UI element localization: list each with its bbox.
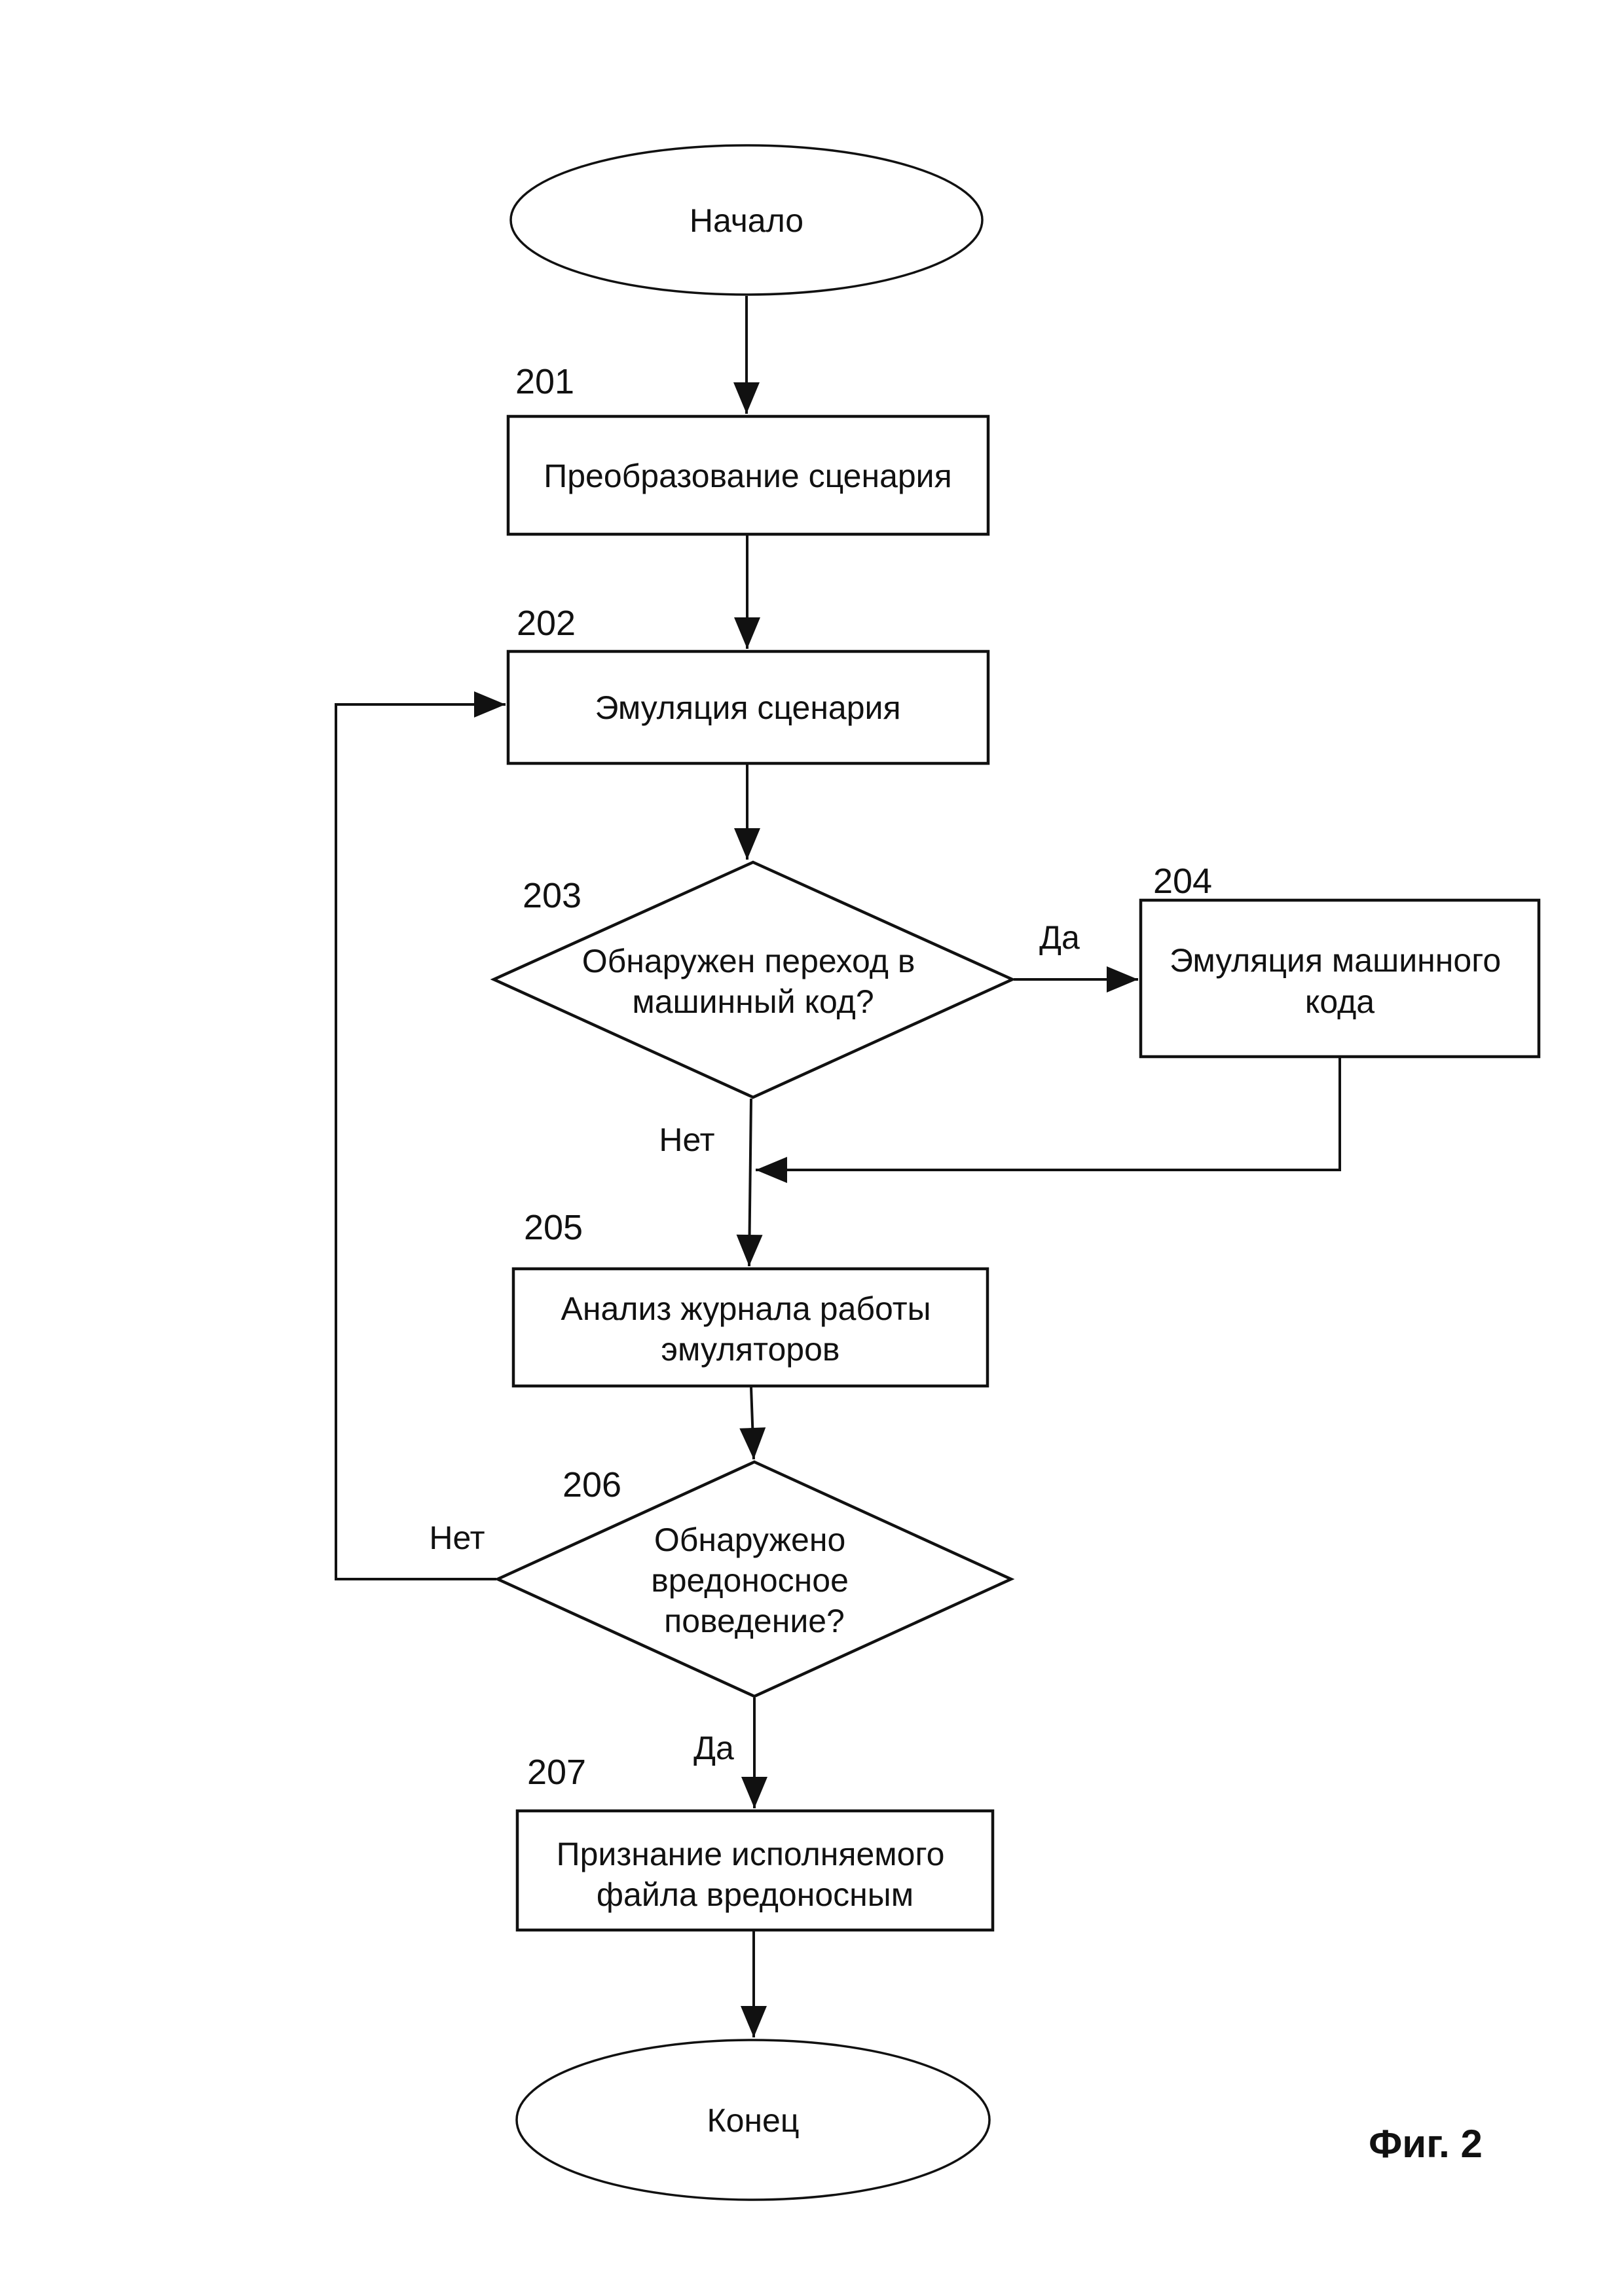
step-207-number: 207 (527, 1753, 586, 1792)
edge-204-to-merge (756, 1058, 1341, 1183)
edge-203-no-to-205 (736, 1098, 763, 1267)
step-204-number: 204 (1153, 862, 1212, 901)
step-203-diamond (490, 860, 1016, 1099)
step-206-label-line1: Обнаружено (654, 1522, 845, 1558)
end-label: Конец (707, 2102, 800, 2139)
step-201-number: 201 (515, 362, 574, 401)
step-207-box (515, 1809, 995, 1932)
step-203-label-line2: машинный код? (632, 983, 874, 1020)
branch-yes-label-203: Да (1039, 919, 1080, 956)
edge-206-no-loop-to-202 (335, 691, 506, 1580)
end-terminator (515, 2039, 991, 2201)
step-207-label-line2: файла вредоносным (597, 1876, 913, 1913)
step-206-number: 206 (563, 1465, 621, 1504)
step-203-number: 203 (523, 876, 581, 915)
step-206-label-line3: поведение? (664, 1603, 845, 1639)
figure-caption: Фиг. 2 (1369, 2122, 1483, 2166)
step-204-label-line2: кода (1305, 983, 1375, 1020)
step-205-label: Анализ журнала работы эмуляторов (561, 1290, 940, 1368)
start-label: Начало (690, 202, 803, 239)
step-201-label: Преобразование сценария (544, 458, 951, 494)
step-205-label-line1: Анализ журнала работы (561, 1290, 931, 1327)
step-205-label-line2: эмуляторов (661, 1331, 840, 1368)
step-202-box (506, 649, 990, 765)
step-204-label: Эмуляция машинного кода (1170, 942, 1510, 1020)
step-204-box (1139, 898, 1541, 1059)
branch-no-label-203: Нет (659, 1121, 714, 1158)
edge-205-to-206 (739, 1387, 766, 1460)
step-206-diamond (494, 1460, 1015, 1698)
step-204-label-line1: Эмуляция машинного (1170, 942, 1501, 979)
step-203-label-line1: Обнаружен переход в (582, 943, 915, 979)
start-terminator (509, 144, 984, 296)
step-202-number: 202 (517, 604, 576, 643)
step-202-label: Эмуляция сценария (595, 689, 900, 726)
step-205-box (511, 1267, 989, 1388)
step-207-label: Признание исполняемого файла вредоносным (557, 1836, 954, 1913)
step-205-number: 205 (524, 1208, 583, 1247)
step-206-label-line2: вредоносное (651, 1562, 849, 1599)
branch-no-label-206: Нет (429, 1520, 485, 1556)
step-207-label-line1: Признание исполняемого (557, 1836, 945, 1872)
branch-yes-label-206: Да (693, 1730, 734, 1766)
step-203-label: Обнаружен переход в машинный код? (582, 943, 925, 1020)
step-206-label: Обнаружено вредоносное поведение? (651, 1522, 858, 1639)
step-201-box (506, 414, 990, 536)
